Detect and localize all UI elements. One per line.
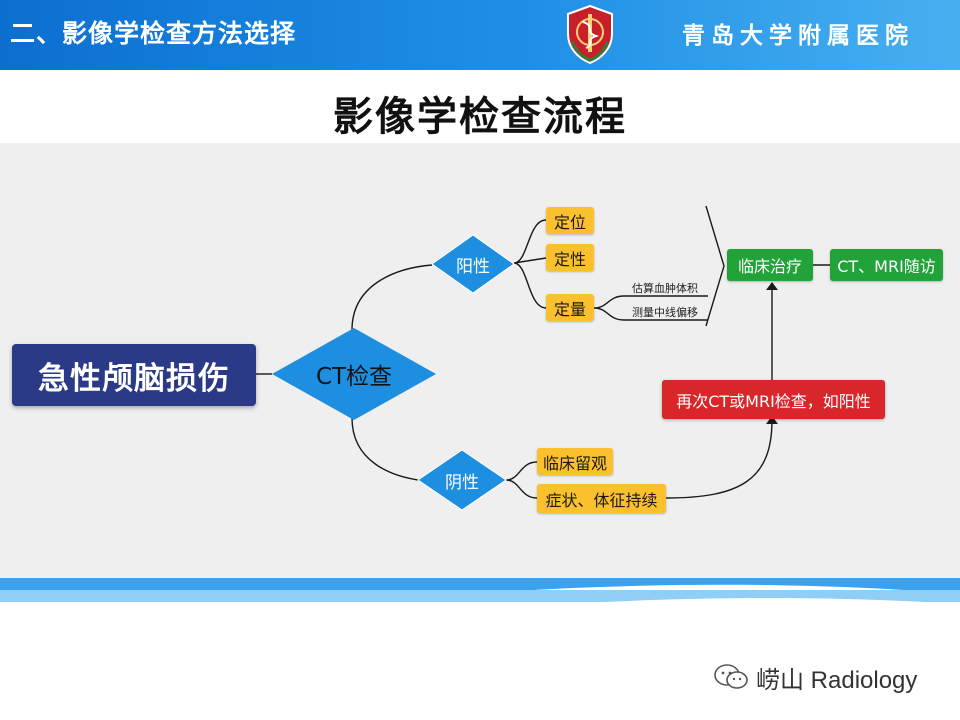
positive-diamond — [431, 234, 515, 294]
arrow-to-recheck — [766, 416, 778, 424]
note-hematoma-volume: 估算血肿体积 — [632, 282, 698, 295]
ct-exam-label: CT检查 — [315, 364, 393, 390]
connector-positive-items — [513, 219, 547, 309]
positive-item-locate: 定位 — [546, 207, 594, 234]
connector-negative-items — [505, 461, 538, 499]
hospital-emblem-icon — [567, 4, 613, 65]
hospital-name: 青岛大学附属医院 — [682, 22, 914, 49]
negative-item-symptoms: 症状、体征持续 — [537, 484, 666, 513]
ct-diamond — [272, 328, 436, 420]
note-midline-shift: 测量中线偏移 — [632, 306, 698, 319]
arrow-to-treatment — [766, 282, 778, 290]
brand-text: 崂山 Radiology — [756, 666, 918, 694]
connector-quantify-notes — [593, 295, 708, 321]
positive-label: 阳性 — [456, 256, 490, 277]
connector-chevron — [705, 205, 725, 327]
wechat-icon — [714, 664, 748, 689]
slide-title: 影像学检查流程 — [333, 94, 627, 140]
positive-item-quantify: 定量 — [546, 294, 594, 321]
treatment-node: 临床治疗 — [727, 249, 813, 281]
connector-ct-positive — [351, 264, 433, 331]
connector-ct-negative — [351, 417, 419, 481]
bottom-wave-decoration — [0, 578, 960, 720]
connector-symptoms-recheck — [665, 419, 773, 499]
negative-diamond — [417, 449, 507, 511]
negative-label: 阴性 — [445, 472, 479, 493]
footer-brand: 崂山 Radiology — [712, 660, 917, 694]
header-band: 二、影像学检查方法选择 青岛大学附属医院 — [0, 0, 960, 70]
root-node: 急性颅脑损伤 — [12, 344, 256, 406]
followup-node: CT、MRI随访 — [830, 249, 943, 281]
positive-item-qualify: 定性 — [546, 244, 594, 271]
recheck-node: 再次CT或MRI检查，如阳性 — [662, 380, 885, 419]
section-title: 二、影像学检查方法选择 — [10, 19, 297, 48]
negative-item-observe: 临床留观 — [537, 448, 613, 475]
